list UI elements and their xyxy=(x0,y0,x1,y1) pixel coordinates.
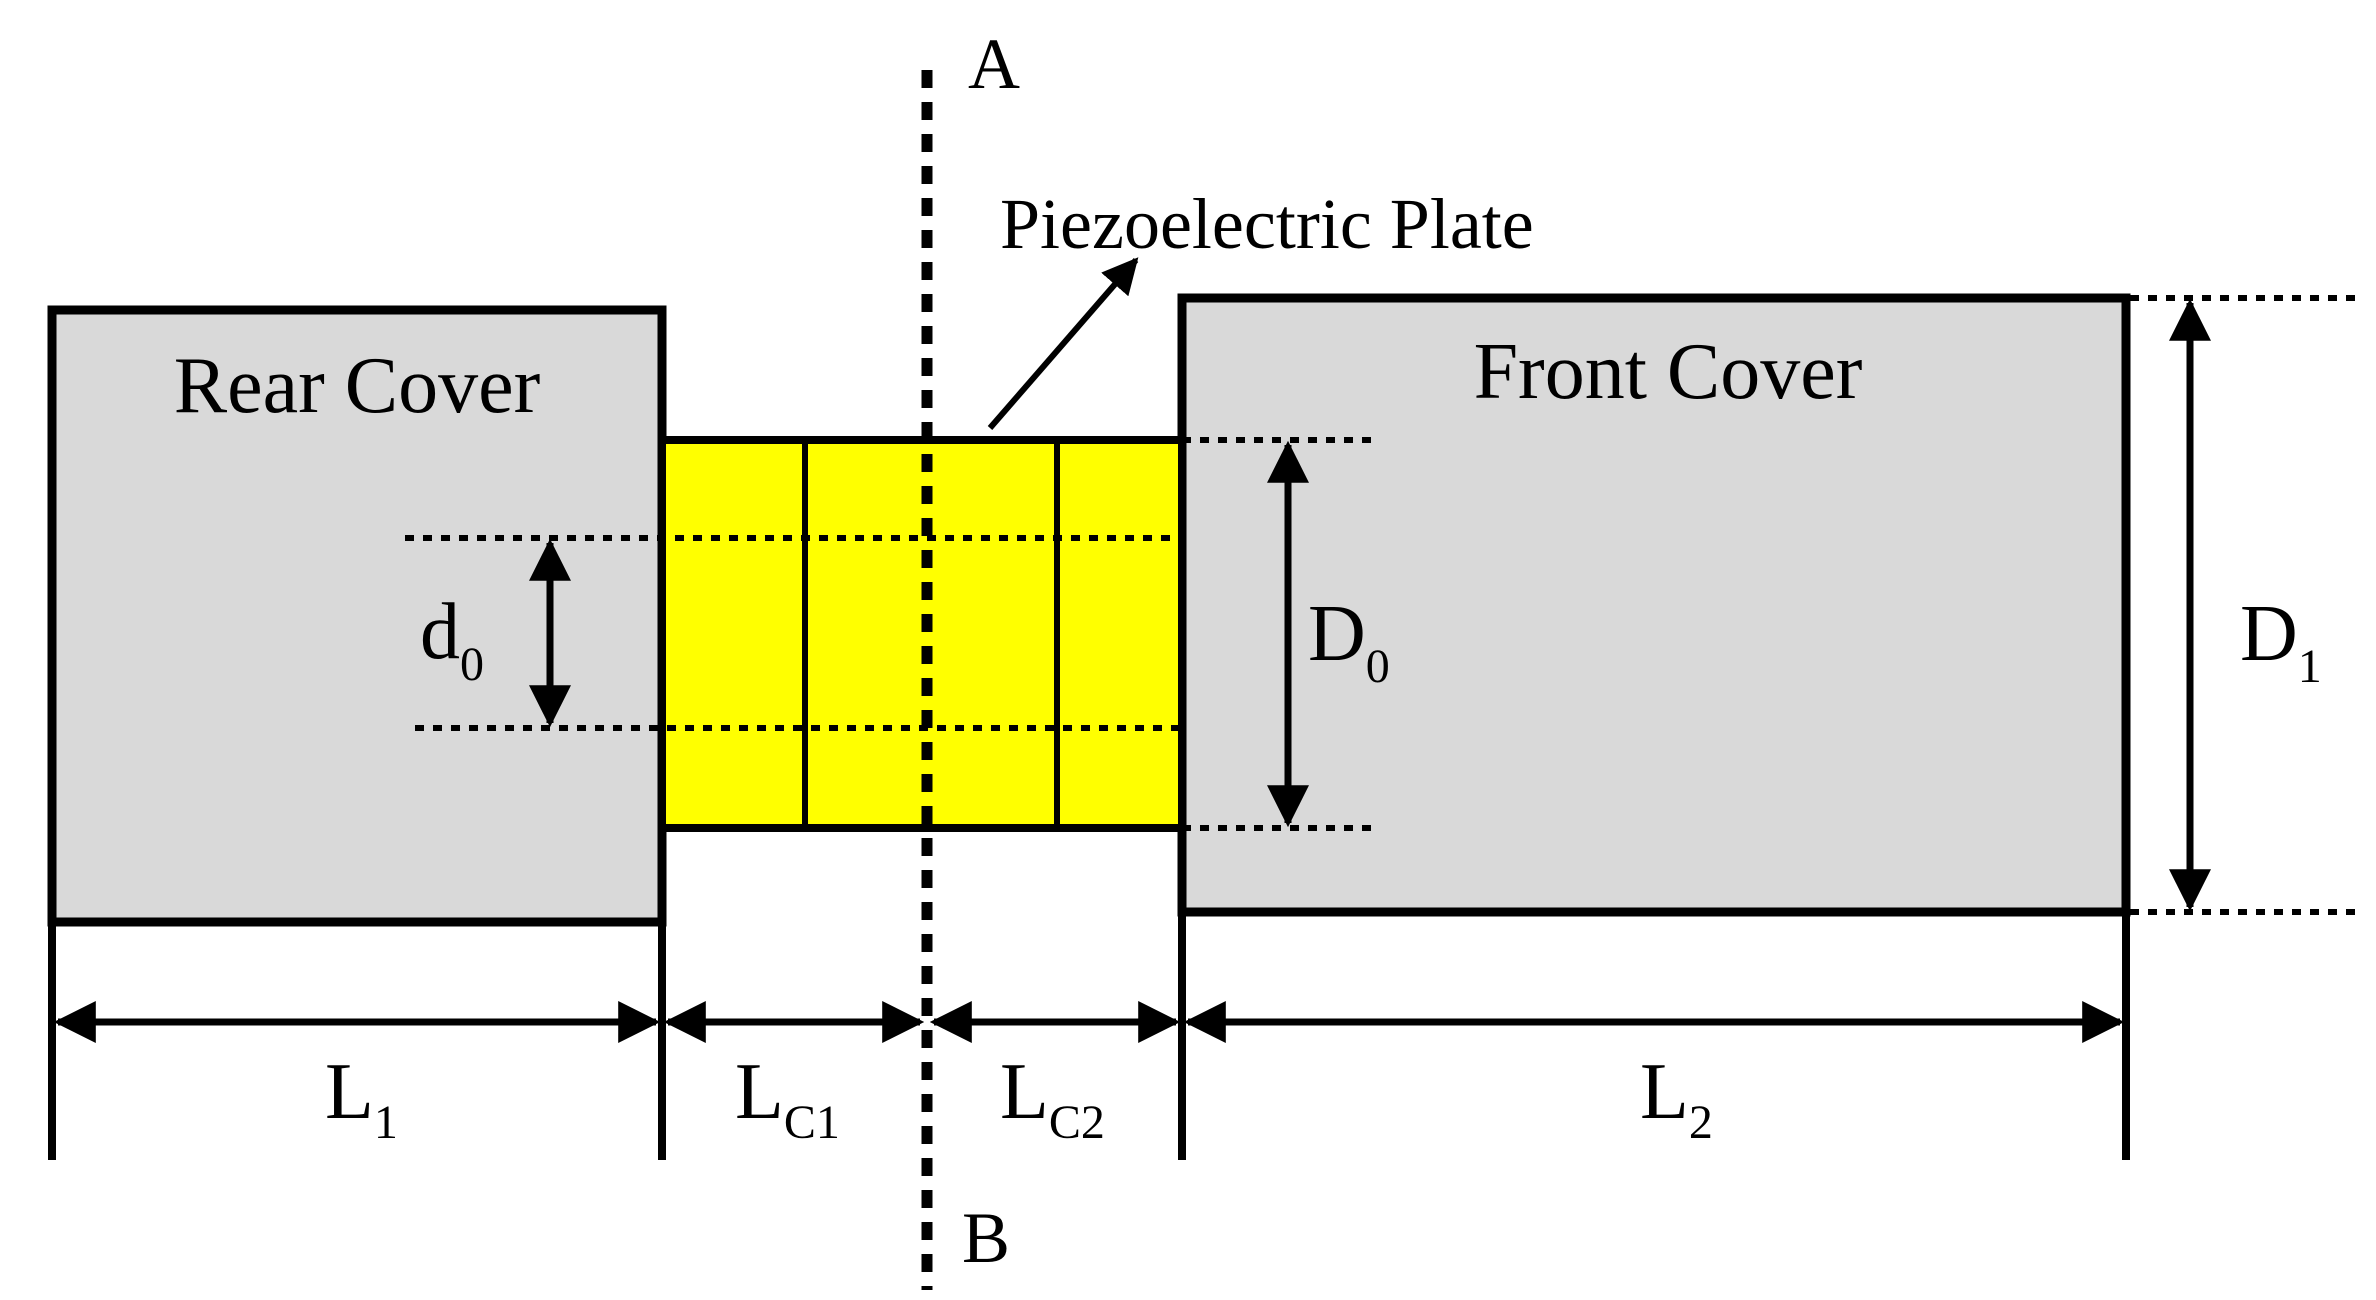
D1-sub: 1 xyxy=(2298,640,2322,693)
d0-label: d0 xyxy=(420,588,484,691)
rear-cover-label: Rear Cover xyxy=(174,342,541,430)
LC2-label: LC2 xyxy=(1000,1048,1105,1149)
d0-main: d xyxy=(420,588,460,676)
D0-main: D xyxy=(1308,590,1366,678)
front-cover-label: Front Cover xyxy=(1474,328,1863,416)
d0-sub: 0 xyxy=(460,638,484,691)
LC1-label: LC1 xyxy=(735,1048,840,1149)
front-cover-block xyxy=(1177,293,2131,917)
L2-main: L xyxy=(1640,1048,1689,1136)
point-b-label: B xyxy=(962,1198,1010,1278)
D0-label: D0 xyxy=(1308,590,1390,693)
LC1-main: L xyxy=(735,1048,784,1136)
L2-sub: 2 xyxy=(1689,1096,1713,1149)
piezo-plate-label: Piezoelectric Plate xyxy=(1000,184,1534,264)
LC1-sub: C1 xyxy=(784,1096,840,1149)
D1-label: D1 xyxy=(2240,590,2322,693)
L1-main: L xyxy=(325,1048,374,1136)
point-a-label: A xyxy=(968,24,1020,104)
LC2-sub: C2 xyxy=(1049,1096,1105,1149)
L1-sub: 1 xyxy=(374,1096,398,1149)
LC2-main: L xyxy=(1000,1048,1049,1136)
L1-label: L1 xyxy=(325,1048,398,1149)
L2-label: L2 xyxy=(1640,1048,1713,1149)
D0-sub: 0 xyxy=(1366,640,1390,693)
piezo-pointer-arrow xyxy=(987,257,1139,430)
D1-main: D xyxy=(2240,590,2298,678)
